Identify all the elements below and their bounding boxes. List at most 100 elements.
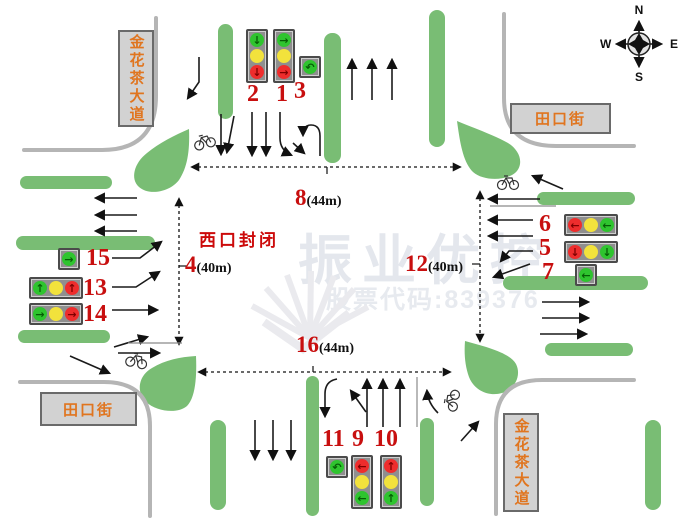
signal-light-green-right-arrow: → bbox=[277, 33, 291, 47]
signal-head-2: ↓↓ bbox=[246, 29, 268, 83]
signal-light-green-left-arrow: ← bbox=[579, 268, 593, 282]
signal-light-red-up-arrow: ↑ bbox=[65, 281, 79, 295]
signal-light-green-right-arrow: → bbox=[33, 307, 47, 321]
signal-light-yellow bbox=[584, 245, 598, 259]
dimension-label-west: 4 (40m) bbox=[185, 253, 232, 276]
signal-head-10: ↑↑ bbox=[380, 455, 402, 509]
median-strip bbox=[645, 420, 661, 510]
median-strip bbox=[210, 420, 226, 510]
dimension-distance: (44m) bbox=[319, 341, 354, 356]
signal-light-green-right-arrow: → bbox=[62, 252, 76, 266]
median-strip bbox=[16, 236, 155, 250]
signal-light-green-uturn-arrow: ↶ bbox=[330, 460, 344, 474]
signal-head-7: ← bbox=[575, 264, 597, 286]
signal-light-yellow bbox=[277, 49, 291, 63]
signal-head-9: ←← bbox=[351, 455, 373, 509]
signal-light-green-left-arrow: ← bbox=[355, 491, 369, 505]
signal-light-green-left-arrow: ← bbox=[600, 218, 614, 232]
road-sign-jinhuacha-nw: 金花茶大道 bbox=[118, 30, 154, 127]
road-sign-tiankou-sw: 田口街 bbox=[40, 392, 137, 426]
lane-arrow bbox=[69, 57, 591, 462]
median-strip bbox=[537, 192, 635, 205]
compass-north-label: N bbox=[634, 3, 644, 17]
signal-group-number: 10 bbox=[374, 426, 398, 452]
compass-west-label: W bbox=[600, 37, 612, 51]
signal-light-red-left-arrow: ← bbox=[355, 459, 369, 473]
dimension-label-east: 12 (40m) bbox=[405, 252, 463, 275]
road-sign-jinhuacha-se: 金花茶大道 bbox=[503, 413, 539, 512]
signal-head-5: ↓↓ bbox=[564, 241, 618, 263]
dimension-number: 16 bbox=[296, 332, 319, 357]
signal-light-red-up-arrow: ↑ bbox=[384, 459, 398, 473]
signal-group-number: 2 bbox=[247, 81, 259, 107]
compass-rose: N S W E bbox=[600, 3, 678, 84]
signal-light-green-uturn-arrow: ↶ bbox=[303, 60, 317, 74]
dimension-distance: (40m) bbox=[196, 261, 232, 276]
signal-head-3: ↶ bbox=[299, 56, 321, 78]
signal-light-yellow bbox=[384, 475, 398, 489]
dimension-number: 8 bbox=[295, 185, 307, 210]
signal-group-number: 3 bbox=[294, 78, 306, 104]
signal-group-number: 6 bbox=[539, 211, 551, 237]
median-strip bbox=[218, 24, 233, 119]
signal-head-1: →→ bbox=[273, 29, 295, 83]
road-sign-label: 金花茶大道 bbox=[127, 33, 145, 124]
dimension-label-south: 16 (44m) bbox=[296, 333, 354, 356]
signal-group-number: 11 bbox=[322, 426, 345, 452]
signal-light-yellow bbox=[49, 281, 63, 295]
signal-light-red-left-arrow: ← bbox=[568, 218, 582, 232]
signal-light-yellow bbox=[584, 218, 598, 232]
dimension-distance: (40m) bbox=[428, 260, 463, 275]
signal-group-number: 7 bbox=[542, 259, 554, 285]
closure-note: 西口封闭 bbox=[199, 231, 279, 250]
median-strip bbox=[324, 33, 341, 163]
compass-star-icon bbox=[614, 19, 664, 69]
road-sign-label: 金花茶大道 bbox=[512, 417, 530, 508]
signal-group-number: 5 bbox=[539, 235, 551, 261]
signal-head-6: ←← bbox=[564, 214, 618, 236]
median-strip bbox=[20, 176, 112, 189]
signal-light-yellow bbox=[355, 475, 369, 489]
signal-light-yellow bbox=[49, 307, 63, 321]
signal-head-14: →→ bbox=[29, 303, 83, 325]
signal-head-15: → bbox=[58, 248, 80, 270]
bicycle-icon bbox=[125, 134, 520, 412]
corner-island bbox=[134, 121, 521, 411]
median-strip bbox=[429, 10, 445, 147]
road-sign-label: 田口街 bbox=[62, 401, 114, 419]
signal-group-number: 1 bbox=[276, 81, 288, 107]
median-strip bbox=[545, 343, 633, 356]
watermark-fan-logo bbox=[250, 270, 370, 354]
signal-head-13: ↑↑ bbox=[29, 277, 83, 299]
signal-light-red-right-arrow: → bbox=[65, 307, 79, 321]
signal-light-red-down-arrow: ↓ bbox=[568, 245, 582, 259]
signal-light-green-up-arrow: ↑ bbox=[384, 491, 398, 505]
signal-light-yellow bbox=[250, 49, 264, 63]
dimension-number: 12 bbox=[405, 251, 428, 276]
signal-group-number: 15 bbox=[86, 245, 110, 271]
dimension-number: 4 bbox=[185, 252, 197, 277]
signal-group-number: 13 bbox=[83, 275, 107, 301]
road-sign-tiankou-ne: 田口街 bbox=[510, 103, 611, 134]
signal-light-red-right-arrow: → bbox=[277, 65, 291, 79]
signal-light-green-down-arrow: ↓ bbox=[250, 33, 264, 47]
signal-group-number: 9 bbox=[352, 426, 364, 452]
dimension-tick bbox=[179, 167, 480, 372]
median-strip bbox=[18, 330, 110, 343]
signal-group-number: 14 bbox=[83, 301, 107, 327]
median-strip bbox=[420, 418, 434, 506]
compass-east-label: E bbox=[669, 37, 678, 51]
signal-light-green-down-arrow: ↓ bbox=[600, 245, 614, 259]
signal-light-green-up-arrow: ↑ bbox=[33, 281, 47, 295]
median-strip bbox=[306, 376, 319, 516]
road-boundary bbox=[18, 12, 636, 518]
road-sign-label: 田口街 bbox=[534, 111, 586, 128]
compass-south-label: S bbox=[634, 70, 643, 84]
signal-head-11: ↶ bbox=[326, 456, 348, 478]
dimension-label-north: 8 (44m) bbox=[295, 186, 342, 209]
signal-light-red-down-arrow: ↓ bbox=[250, 65, 264, 79]
lane-line bbox=[128, 205, 556, 427]
dimension-distance: (44m) bbox=[306, 194, 342, 209]
